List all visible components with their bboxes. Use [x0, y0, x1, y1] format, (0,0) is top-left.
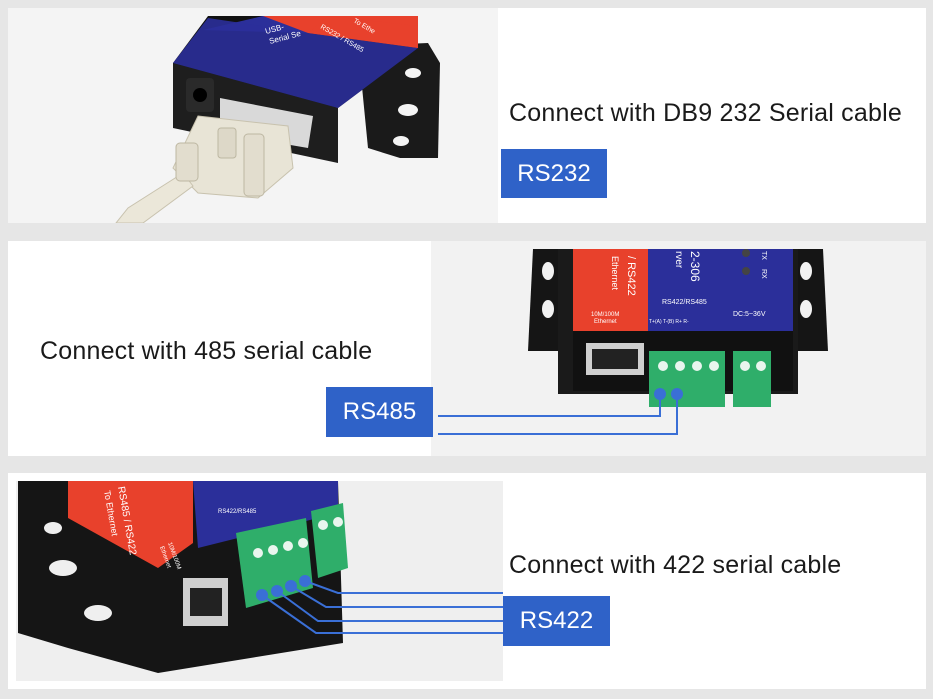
- rs422-badge: RS422: [503, 596, 610, 646]
- eth-label-2: Ethernet: [594, 319, 617, 325]
- tx-label: TX: [760, 251, 767, 260]
- eth-label: 10M/100M: [591, 312, 619, 318]
- rs485-badge: RS485: [326, 387, 433, 437]
- rs485-device-illustration: / RS422 Ethernet 2-306 rver TX RX RS422/…: [431, 241, 926, 456]
- device-side-label: / RS422: [625, 256, 637, 296]
- port-label: RS422/RS485: [662, 299, 707, 306]
- rs232-panel: USB- Serial Se RS232 / RS485 To Ethe Con…: [8, 8, 926, 223]
- device-model-2: rver: [673, 251, 684, 269]
- power-label: DC:5~36V: [733, 311, 766, 318]
- rs422-device-illustration: RS485 / RS422 To Ethernet RS422/RS485 10…: [16, 481, 503, 681]
- rs485-panel: / RS422 Ethernet 2-306 rver TX RX RS422/…: [8, 241, 926, 456]
- rs232-badge: RS232: [501, 149, 607, 198]
- rs485-caption: Connect with 485 serial cable: [40, 337, 373, 365]
- rs232-caption: Connect with DB9 232 Serial cable: [509, 99, 902, 127]
- rs422-panel: RS485 / RS422 To Ethernet RS422/RS485 10…: [8, 473, 926, 689]
- rs232-device-illustration: USB- Serial Se RS232 / RS485 To Ethe: [8, 8, 498, 223]
- port-label: RS422/RS485: [218, 509, 257, 515]
- rs422-caption: Connect with 422 serial cable: [509, 551, 842, 579]
- pin-labels: T+(A) T-(B) R+ R-: [649, 319, 689, 325]
- rx-label: RX: [760, 269, 767, 279]
- device-side-label-2: Ethernet: [610, 256, 620, 291]
- device-model: 2-306: [688, 251, 702, 282]
